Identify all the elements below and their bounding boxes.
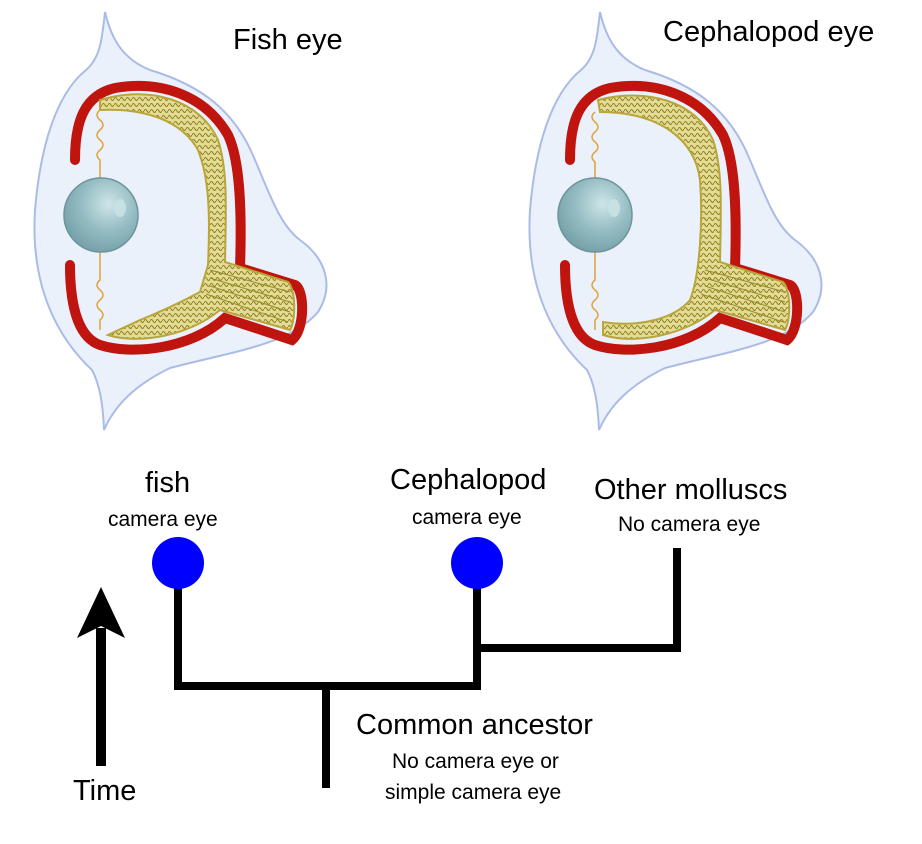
cephalopod-node-name: Cephalopod	[390, 464, 547, 496]
cephalopod-eye-title: Cephalopod eye	[663, 16, 875, 48]
cephalopod-eye-retina	[596, 94, 791, 340]
ancestor-name: Common ancestor	[356, 709, 593, 741]
time-label: Time	[73, 775, 137, 807]
cephalopod-node-desc: camera eye	[412, 506, 522, 529]
fish-eye-lens	[63, 177, 139, 253]
molluscs-node-name: Other molluscs	[594, 474, 788, 506]
time-arrow	[77, 587, 125, 766]
cephalopod-eye-zonule-lower	[591, 250, 599, 330]
node-fish	[152, 537, 204, 589]
ancestor-desc-line1: No camera eye or	[392, 750, 559, 773]
fish-eye-zonule-upper	[96, 109, 104, 190]
fish-eye-illustration	[33, 11, 328, 431]
fish-eye-retina	[99, 93, 296, 340]
cephalopod-eye-zonule-upper	[591, 111, 599, 190]
fish-node-desc: camera eye	[108, 508, 218, 531]
fish-eye-title: Fish eye	[233, 24, 343, 56]
fish-node-name: fish	[145, 467, 191, 499]
ancestor-desc-line2: simple camera eye	[385, 781, 562, 804]
fish-eye-zonule-lower	[96, 250, 104, 330]
cephalopod-eye-illustration	[528, 11, 823, 431]
node-cephalopod	[451, 537, 503, 589]
cephalopod-eye-lens	[557, 177, 633, 253]
phylogenetic-tree	[174, 548, 681, 788]
molluscs-node-desc: No camera eye	[618, 513, 761, 536]
